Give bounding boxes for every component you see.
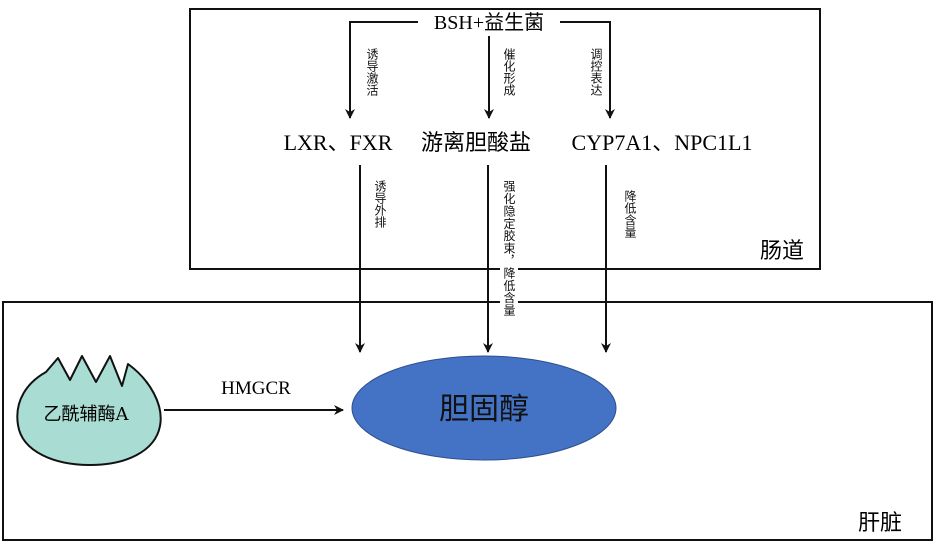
- edge-label-induce-activate: 诱导激活: [365, 48, 379, 96]
- edge-label-catalyze-form: 催化形成: [502, 48, 516, 97]
- acetyl-coa-label: 乙酰辅酶A: [44, 404, 130, 425]
- cholesterol-node: [351, 355, 617, 461]
- edge-label-strengthen-micelle: 强化隐定胶束，降低含量: [502, 180, 516, 316]
- intestine-label: 肠道: [760, 239, 804, 264]
- liver-label: 肝脏: [858, 511, 902, 536]
- cyp-npc-node: CYP7A1、NPC1L1: [572, 130, 753, 155]
- source-node: BSH+益生菌: [434, 11, 544, 34]
- edge-label-reduce-content: 降低含量: [623, 190, 637, 238]
- free-bile-salt-node: 游离胆酸盐: [421, 130, 531, 155]
- lxr-fxr-node: LXR、FXR: [284, 130, 393, 155]
- arrow-source-to-lxr: [345, 21, 418, 119]
- edge-label-bg: [500, 176, 518, 354]
- acetyl-coa-shape: [16, 355, 162, 466]
- edge-label-induce-excrete: 诱导外排: [373, 180, 387, 228]
- cholesterol-label: 胆固醇: [439, 392, 529, 427]
- liver-box: [2, 301, 933, 541]
- arrow-source-to-cyp: [560, 21, 615, 119]
- edge-label-regulate-express: 调控表达: [589, 48, 603, 96]
- edge-label-hmgcr: HMGCR: [221, 378, 291, 399]
